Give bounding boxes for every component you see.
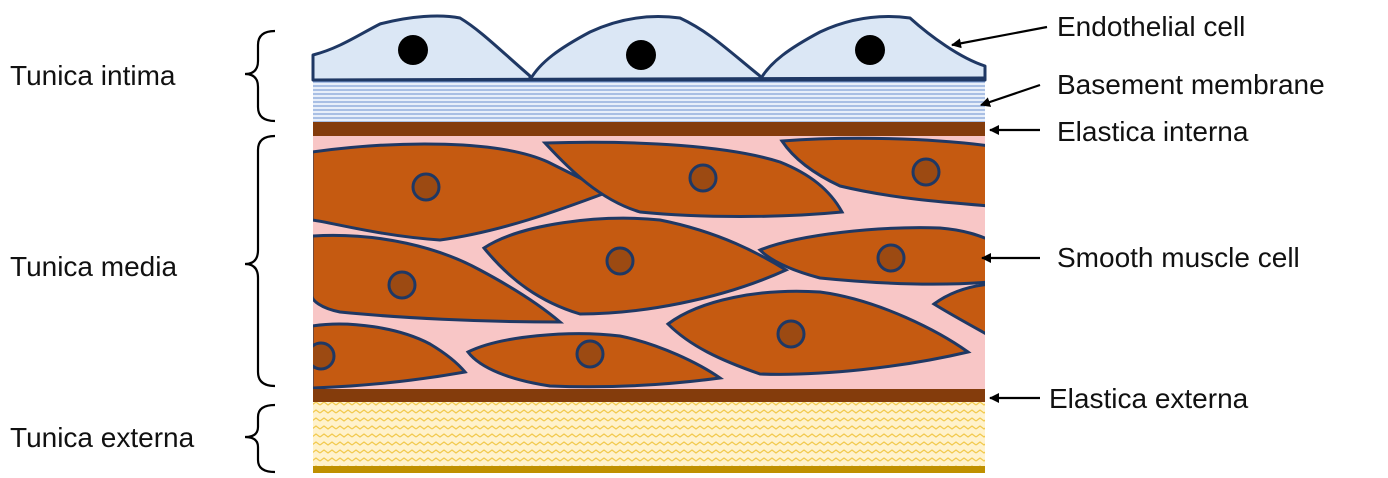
tunica-intima-layer [313, 16, 985, 122]
label-smooth-muscle-cell: Smooth muscle cell [1057, 242, 1300, 273]
label-tunica-media: Tunica media [10, 251, 177, 282]
muscle-nucleus [607, 248, 633, 274]
brace-intima [245, 31, 275, 121]
label-basement-membrane: Basement membrane [1057, 69, 1325, 100]
externa-connective-tissue [313, 402, 985, 466]
muscle-nucleus [308, 343, 334, 369]
arrow-basement [981, 85, 1040, 105]
label-endothelial-cell: Endothelial cell [1057, 11, 1245, 42]
endothelial-nucleus [626, 40, 656, 70]
muscle-nucleus [913, 159, 939, 185]
brace-media [245, 136, 275, 386]
label-tunica-intima: Tunica intima [10, 60, 176, 91]
muscle-nucleus [413, 174, 439, 200]
left-braces [245, 31, 275, 472]
label-elastica-interna: Elastica interna [1057, 116, 1249, 147]
muscle-nucleus [389, 272, 415, 298]
elastica-interna-band [313, 122, 985, 136]
muscle-nucleus [878, 245, 904, 271]
brace-externa [245, 405, 275, 472]
arrow-endothelial [952, 27, 1047, 45]
label-tunica-externa: Tunica externa [10, 422, 195, 453]
muscle-nucleus [778, 321, 804, 347]
endothelial-nucleus [398, 35, 428, 65]
muscle-nucleus [690, 165, 716, 191]
endothelial-nucleus [855, 35, 885, 65]
endothelium-base-line [313, 78, 985, 80]
basement-membrane [313, 80, 985, 122]
externa-base-band [313, 466, 985, 473]
tunica-media-layer [308, 136, 990, 389]
smooth-muscle-cells [308, 138, 990, 388]
tunica-externa-layer [313, 402, 985, 473]
elastica-externa-band [313, 389, 985, 402]
muscle-nucleus [577, 341, 603, 367]
label-elastica-externa: Elastica externa [1049, 383, 1249, 414]
